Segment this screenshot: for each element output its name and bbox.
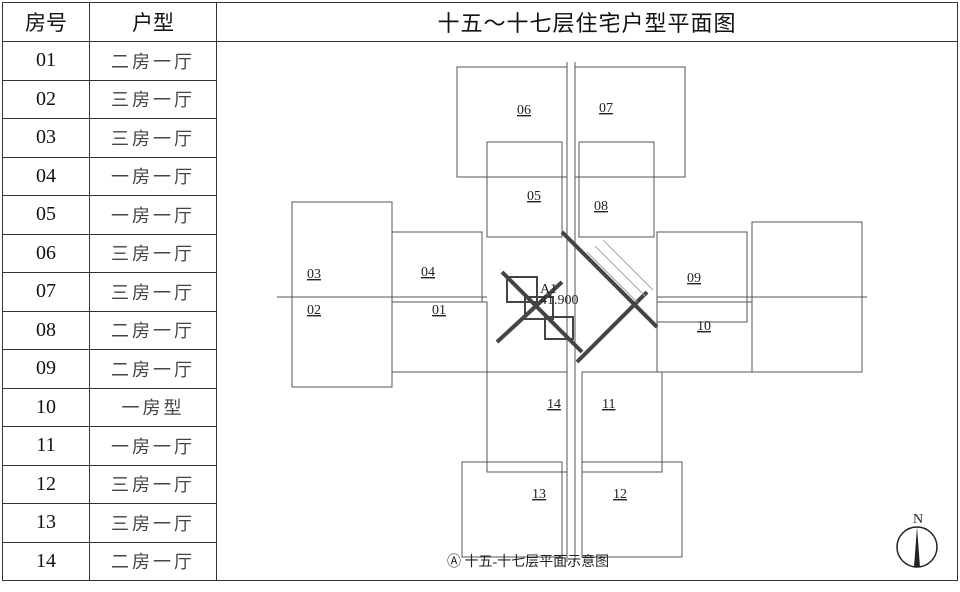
header-plan-title: 十五～十七层住宅户型平面图 bbox=[216, 2, 958, 42]
unit-type: 一房一厅 bbox=[89, 156, 217, 196]
unit-type: 三房一厅 bbox=[89, 464, 217, 504]
unit-type: 二房一厅 bbox=[89, 541, 217, 581]
unit-type: 二房一厅 bbox=[89, 41, 217, 81]
floor-plan-drawing: 01 02 03 04 05 06 07 08 09 10 11 12 13 14 A1 41.900 Ⓐ… bbox=[277, 62, 938, 570]
unit-type: 三房一厅 bbox=[89, 272, 217, 312]
plan-caption: Ⓐ 十五-十七层平面示意图 bbox=[447, 553, 609, 570]
unit-label: 07 bbox=[599, 101, 613, 116]
header-room-no: 房号 bbox=[2, 2, 90, 42]
room-number: 05 bbox=[2, 195, 90, 235]
unit-label: 10 bbox=[697, 319, 711, 334]
header-unit-type: 户型 bbox=[89, 2, 217, 42]
room-number: 06 bbox=[2, 233, 90, 273]
table-row: 02 三房一厅 bbox=[2, 79, 958, 119]
floor-plan: 01 02 03 04 05 06 07 08 09 10 11 12 13 14 A1 41.900 Ⓐ… bbox=[216, 41, 958, 581]
unit-label: 01 bbox=[432, 303, 446, 318]
unit-type: 三房一厅 bbox=[89, 79, 217, 119]
unit-label: 08 bbox=[594, 199, 608, 214]
unit-label: 06 bbox=[517, 103, 531, 118]
room-number: 12 bbox=[2, 464, 90, 504]
unit-label: 12 bbox=[613, 487, 627, 502]
unit-label: 13 bbox=[532, 487, 546, 502]
unit-label: 02 bbox=[307, 303, 321, 318]
core-walls bbox=[495, 230, 659, 364]
unit-type: 一房一厅 bbox=[89, 426, 217, 466]
table-row: 13 三房一厅 bbox=[2, 503, 958, 543]
room-number: 14 bbox=[2, 541, 90, 581]
room-number: 07 bbox=[2, 272, 90, 312]
room-number: 01 bbox=[2, 41, 90, 81]
unit-type: 一房一厅 bbox=[89, 195, 217, 235]
unit-label: 09 bbox=[687, 271, 701, 286]
north-arrow-icon: N bbox=[896, 512, 938, 568]
unit-type: 三房一厅 bbox=[89, 118, 217, 158]
svg-text:N: N bbox=[913, 512, 923, 527]
unit-label: 03 bbox=[307, 267, 321, 282]
table-row: 14 二房一厅 bbox=[2, 541, 958, 581]
core-label: A1 bbox=[540, 282, 557, 297]
room-number: 02 bbox=[2, 79, 90, 119]
unit-table: 房号 户型 十五～十七层住宅户型平面图 01 二房一厅 bbox=[2, 2, 958, 581]
unit-type: 二房一厅 bbox=[89, 310, 217, 350]
table-row: 09 二房一厅 bbox=[2, 349, 958, 389]
plan-walls bbox=[277, 62, 867, 562]
room-number: 09 bbox=[2, 349, 90, 389]
unit-label: 05 bbox=[527, 189, 541, 204]
elevation-label: 41.900 bbox=[540, 293, 579, 308]
room-number: 13 bbox=[2, 503, 90, 543]
unit-type: 三房一厅 bbox=[89, 233, 217, 273]
table-row: 10 一房型 bbox=[2, 387, 958, 427]
room-number: 10 bbox=[2, 387, 90, 427]
room-number: 11 bbox=[2, 426, 90, 466]
table-row: 07 三房一厅 bbox=[2, 272, 958, 312]
unit-label: 14 bbox=[547, 397, 561, 412]
unit-label: 04 bbox=[421, 265, 435, 280]
unit-label: 11 bbox=[602, 397, 615, 412]
room-number: 08 bbox=[2, 310, 90, 350]
unit-type: 一房型 bbox=[89, 387, 217, 427]
room-number: 04 bbox=[2, 156, 90, 196]
unit-type: 二房一厅 bbox=[89, 349, 217, 389]
stairs bbox=[586, 239, 654, 303]
room-number: 03 bbox=[2, 118, 90, 158]
unit-type: 三房一厅 bbox=[89, 503, 217, 543]
table-row: 05 一房一厅 bbox=[2, 195, 958, 235]
table-row: 11 一房一厅 bbox=[2, 426, 958, 466]
